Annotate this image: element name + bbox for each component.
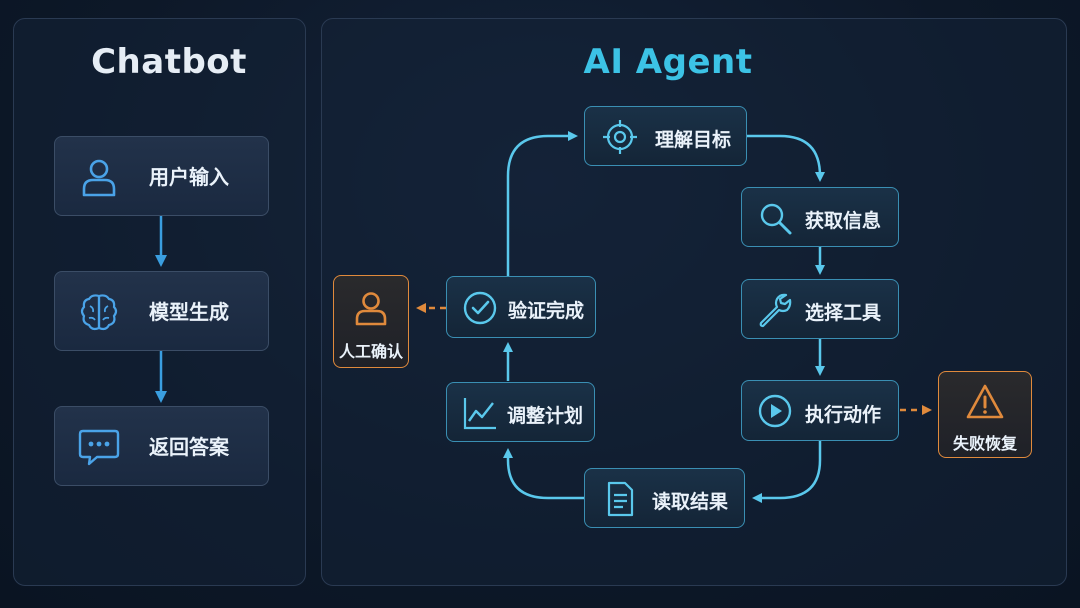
chat-bubble-icon — [78, 429, 120, 466]
agent-step-read-result: 读取结果 — [584, 468, 745, 528]
arrow-execute-to-read — [752, 441, 822, 503]
arrow-read-to-adjust — [503, 448, 584, 500]
arrow-verify-to-understand — [506, 131, 578, 276]
play-icon — [758, 394, 792, 428]
user-icon — [82, 159, 116, 197]
agent-step-label: 获取信息 — [805, 210, 882, 232]
agent-step-gather-info: 获取信息 — [741, 187, 899, 247]
agent-step-label: 选择工具 — [805, 302, 882, 324]
wrench-icon — [759, 293, 792, 328]
failure-recovery-label: 失败恢复 — [952, 434, 1017, 453]
agent-step-label: 执行动作 — [805, 404, 882, 426]
brain-icon — [80, 294, 118, 331]
agent-step-label: 调整计划 — [507, 405, 584, 427]
target-icon — [603, 120, 637, 154]
agent-step-understand-goal: 理解目标 — [584, 106, 747, 166]
agent-step-label: 验证完成 — [508, 300, 585, 322]
arrow-understand-to-gather — [747, 134, 825, 182]
agent-step-label: 读取结果 — [652, 491, 729, 513]
document-icon — [607, 481, 634, 517]
agent-step-execute-action: 执行动作 — [741, 380, 899, 441]
chatbot-step-user-input: 用户输入 — [54, 136, 269, 216]
chatbot-step-label: 模型生成 — [149, 300, 229, 324]
chatbot-step-label: 返回答案 — [149, 435, 229, 459]
line-chart-icon — [463, 398, 496, 430]
chatbot-title: Chatbot — [91, 42, 247, 82]
chatbot-step-return-answer: 返回答案 — [54, 406, 269, 486]
search-icon — [760, 203, 792, 235]
person-icon — [355, 292, 387, 326]
agent-title: AI Agent — [583, 42, 753, 82]
chatbot-step-label: 用户输入 — [149, 165, 229, 189]
agent-step-select-tool: 选择工具 — [741, 279, 899, 339]
chatbot-step-model-generate: 模型生成 — [54, 271, 269, 351]
failure-recovery-node: 失败恢复 — [938, 371, 1032, 458]
human-confirm-node: 人工确认 — [333, 275, 409, 368]
agent-step-verify-complete: 验证完成 — [446, 276, 596, 338]
agent-step-adjust-plan: 调整计划 — [446, 382, 595, 442]
warning-icon — [966, 384, 1004, 419]
agent-step-label: 理解目标 — [655, 129, 732, 151]
check-circle-icon — [463, 291, 497, 325]
human-confirm-label: 人工确认 — [338, 342, 403, 361]
